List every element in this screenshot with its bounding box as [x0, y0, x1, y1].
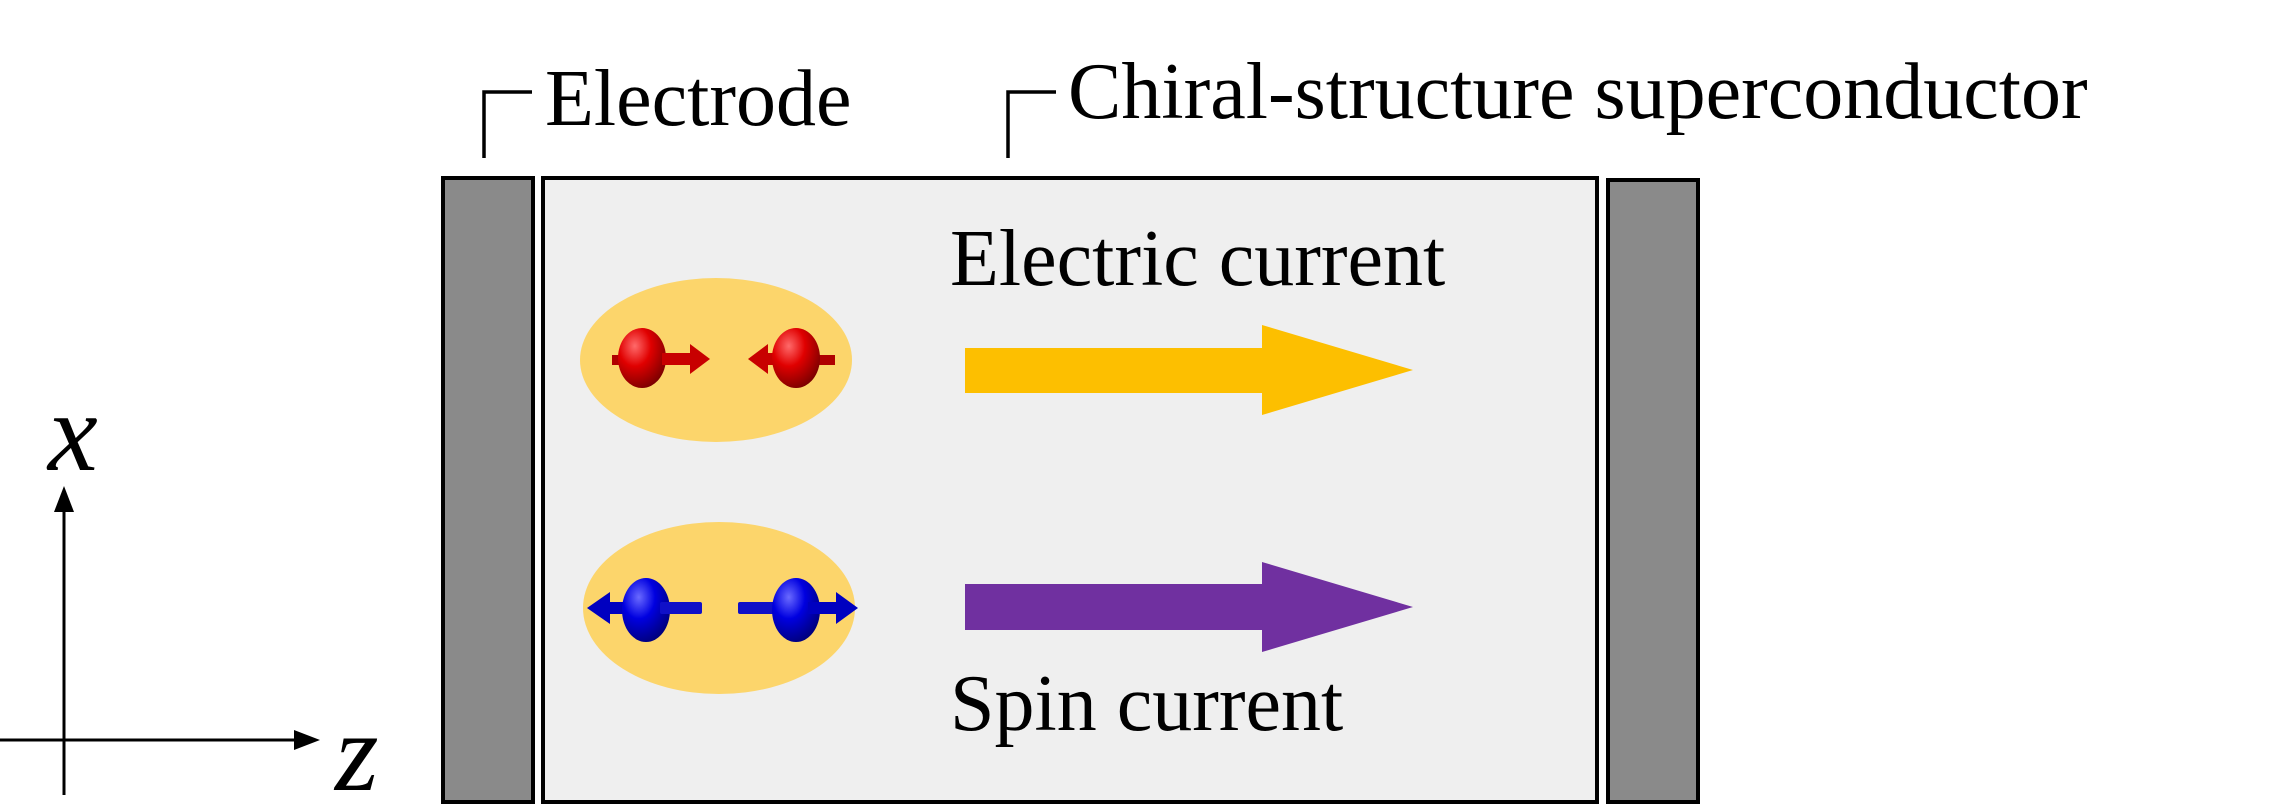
red-spin-sphere-right: [772, 328, 820, 388]
blue-pair-halo: [583, 522, 855, 694]
spin-current-arrow: [965, 562, 1413, 652]
z-axis-arrowhead: [294, 730, 320, 750]
right-electrode: [1606, 178, 1700, 804]
z-axis-label: z: [333, 691, 379, 806]
spin-current-label: Spin current: [950, 660, 1343, 748]
blue-spin-sphere-left: [622, 578, 670, 642]
electrode-label: Electrode: [545, 55, 851, 143]
superconductor-label-leader: [1006, 90, 1056, 158]
coordinate-axes: x z: [0, 371, 379, 806]
electrode-label-leader: [482, 90, 532, 158]
blue-spin-sphere-right: [772, 578, 820, 642]
x-axis-label: x: [46, 371, 98, 495]
red-spin-pair-icon: [580, 278, 852, 442]
x-axis-arrowhead: [54, 486, 74, 512]
superconductor-label: Chiral-structure superconductor: [1068, 48, 2088, 136]
blue-spin-pair-icon: [583, 522, 858, 694]
red-pair-halo: [580, 278, 852, 442]
left-electrode: [441, 176, 535, 804]
red-spin-sphere-left: [618, 328, 666, 388]
electric-current-label: Electric current: [950, 215, 1445, 303]
electric-current-arrow: [965, 325, 1413, 415]
